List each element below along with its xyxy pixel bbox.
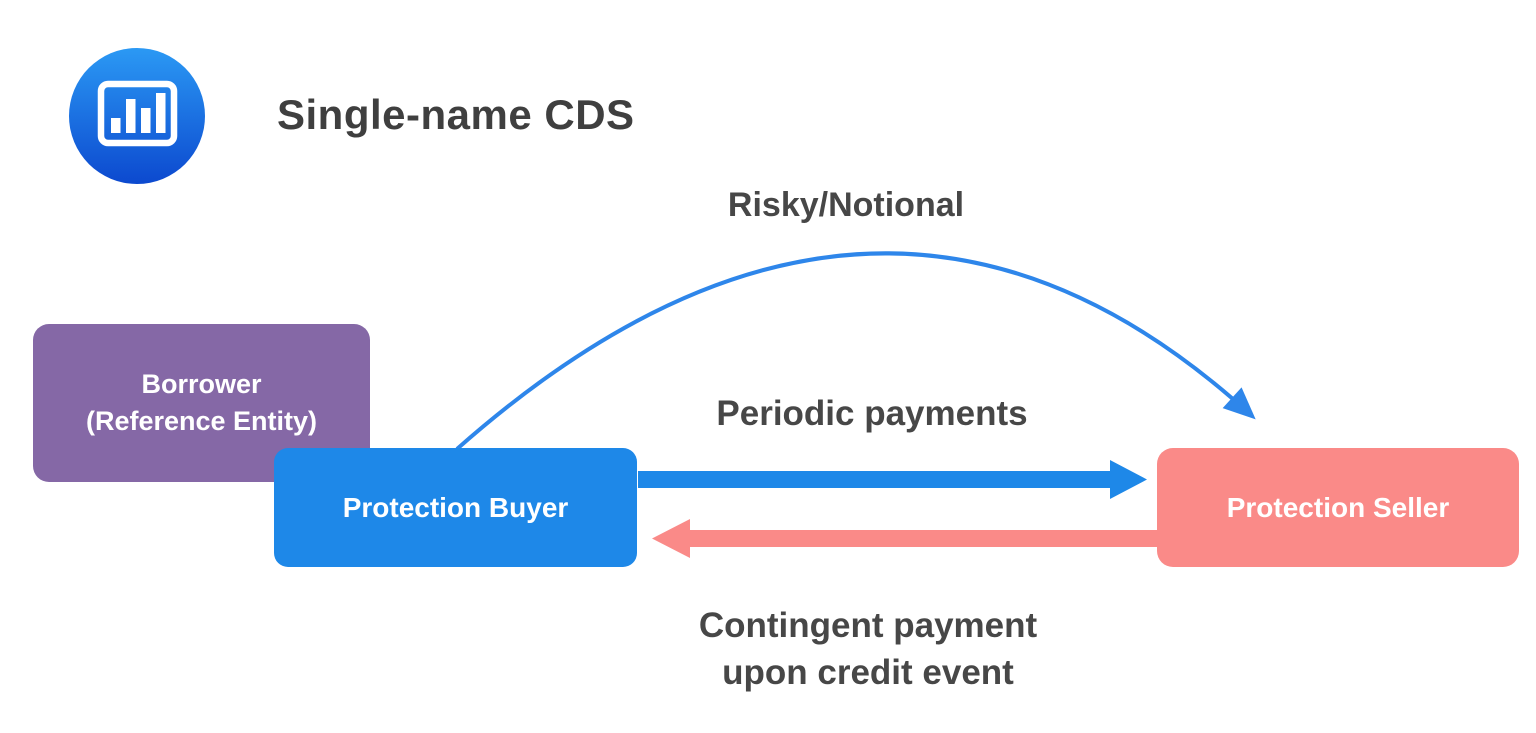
bar-chart-icon (69, 48, 205, 184)
node-protection-buyer: Protection Buyer (274, 448, 637, 567)
icon-chart-frame (97, 80, 178, 147)
borrower-label-line1: Borrower (141, 369, 262, 399)
protection-seller-label: Protection Seller (1226, 491, 1450, 523)
node-protection-seller: Protection Seller (1157, 448, 1519, 567)
contingent-payment-arrow (652, 519, 1160, 558)
contingent-payment-label: Contingent payment upon credit event (699, 602, 1037, 696)
risky-notional-arrow (455, 251, 1256, 451)
periodic-payments-label: Periodic payments (716, 394, 1028, 433)
periodic-payments-arrow (638, 460, 1147, 499)
protection-buyer-label: Protection Buyer (342, 491, 569, 523)
risky-notional-label: Risky/Notional (727, 186, 965, 224)
contingent-payment-label-line2: upon credit event (722, 653, 1014, 692)
borrower-label-line2: (Reference Entity) (85, 406, 318, 436)
page-title: Single-name CDS (277, 91, 635, 138)
contingent-payment-label-line1: Contingent payment (698, 606, 1038, 645)
icon-chart-bars (111, 93, 166, 133)
